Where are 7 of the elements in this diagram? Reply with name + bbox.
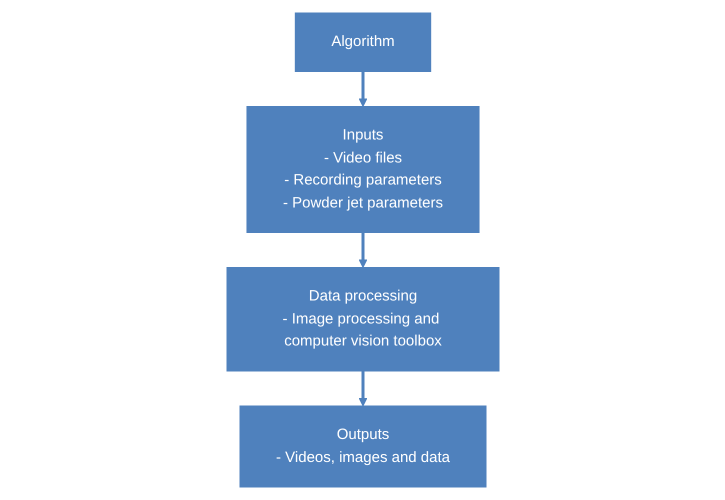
node-box: Outputs - Videos, images and data xyxy=(239,406,486,488)
node-box: Algorithm xyxy=(294,12,431,72)
arrow xyxy=(358,232,367,268)
arrow xyxy=(358,72,367,107)
arrow xyxy=(358,371,367,406)
node-box: Data processing - Image processing and computer vision toolbox xyxy=(226,267,499,372)
node-box: Inputs - Video files - Recording parameters - Powder jet parameters xyxy=(246,106,480,233)
